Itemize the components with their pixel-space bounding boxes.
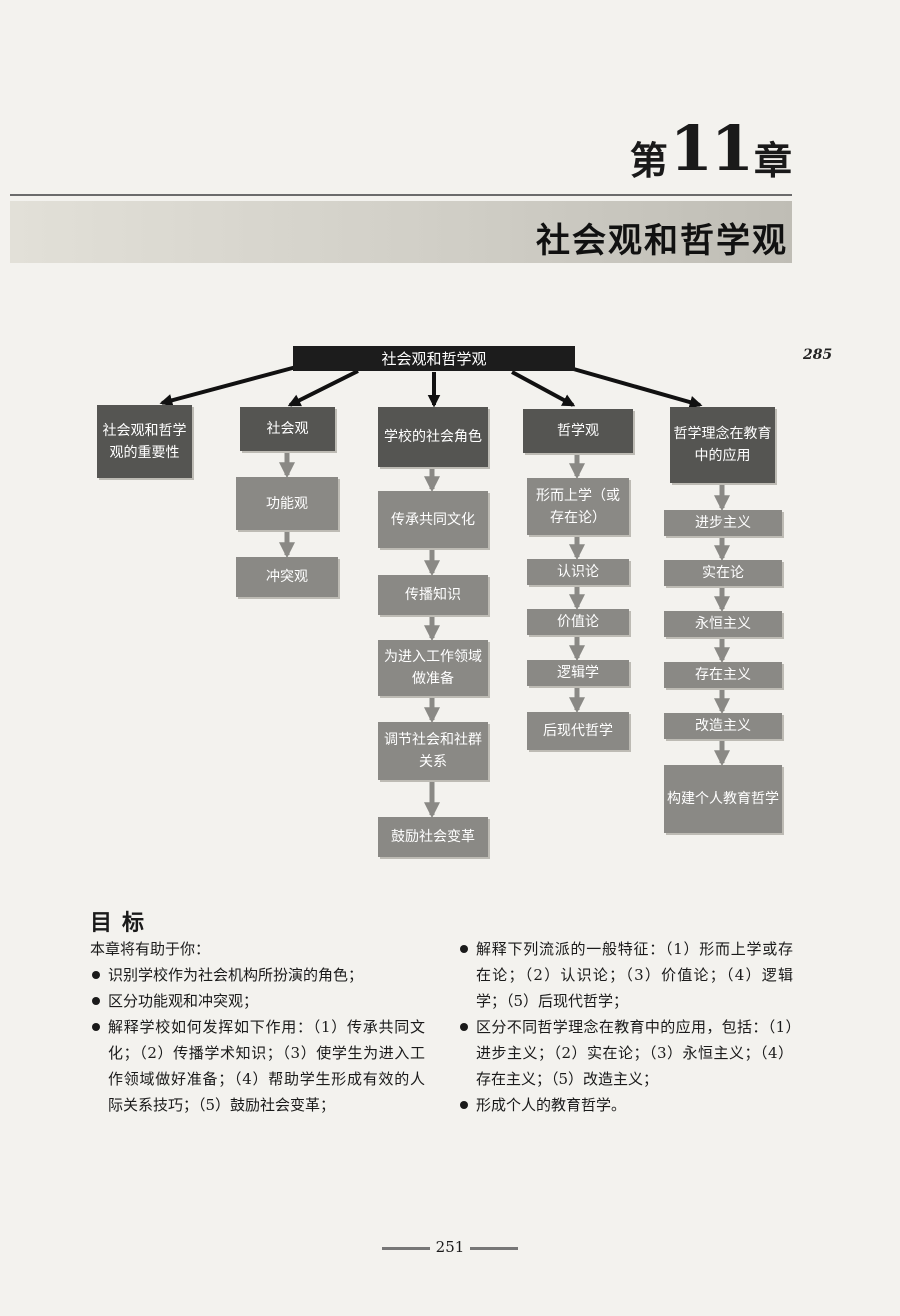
page-number: 251 (435, 1238, 465, 1256)
goals-left-column: 本章将有助于你： 识别学校作为社会机构所扮演的角色； 区分功能观和冲突观； 解释… (90, 936, 425, 1118)
diagram-root: 社会观和哲学观 (293, 346, 575, 371)
goal-item: 区分不同哲学理念在教育中的应用，包括：（1）进步主义；（2）实在论；（3）永恒主… (458, 1014, 793, 1092)
goal-item: 解释学校如何发挥如下作用：（1）传承共同文化；（2）传播学术知识；（3）使学生为… (90, 1014, 425, 1118)
social-view-item-2: 冲突观 (236, 557, 338, 597)
goal-item: 区分功能观和冲突观； (90, 988, 425, 1014)
goal-item: 识别学校作为社会机构所扮演的角色； (90, 962, 425, 988)
application-item-6: 构建个人教育哲学 (664, 765, 782, 833)
concept-map-connectors (159, 364, 731, 819)
branch-head-application: 哲学理念在教育中的应用 (670, 407, 775, 483)
root-arrow-philosophy (511, 370, 576, 407)
root-arrow-social-view (287, 369, 359, 407)
goal-item: 形成个人的教育哲学。 (458, 1092, 793, 1118)
application-item-2: 实在论 (664, 560, 782, 586)
root-arrow-application (569, 366, 703, 409)
philosophy-item-3: 价值论 (527, 609, 629, 635)
root-arrow-importance (159, 364, 301, 407)
page-number-footer: 251 (0, 1238, 900, 1256)
side-page-number: 285 (803, 347, 833, 363)
title-band: 社会观和哲学观 (10, 201, 792, 263)
goals-list-right: 解释下列流派的一般特征：（1）形而上学或存在论；（2）认识论；（3）价值论；（4… (458, 936, 793, 1118)
branch-head-importance: 社会观和哲学观的重要性 (97, 405, 192, 478)
application-item-4: 存在主义 (664, 662, 782, 688)
philosophy-item-5: 后现代哲学 (527, 712, 629, 750)
school-role-item-5: 鼓励社会变革 (378, 817, 488, 857)
branch-head-school-role: 学校的社会角色 (378, 407, 488, 467)
goal-item: 解释下列流派的一般特征：（1）形而上学或存在论；（2）认识论；（3）价值论；（4… (458, 936, 793, 1014)
application-item-5: 改造主义 (664, 713, 782, 739)
footer-ornament-left (381, 1246, 430, 1250)
school-role-item-2: 传播知识 (378, 575, 488, 615)
footer-ornament-right (470, 1246, 519, 1250)
school-role-item-4: 调节社会和社群关系 (378, 722, 488, 780)
chapter-title: 社会观和哲学观 (536, 221, 788, 261)
chapter-number: 11 (669, 112, 754, 185)
philosophy-item-1: 形而上学（或存在论） (527, 478, 629, 535)
school-role-item-1: 传承共同文化 (378, 491, 488, 548)
application-item-1: 进步主义 (664, 510, 782, 536)
goals-right-column: 解释下列流派的一般特征：（1）形而上学或存在论；（2）认识论；（3）价值论；（4… (458, 936, 793, 1118)
application-item-3: 永恒主义 (664, 611, 782, 637)
chapter-suffix: 章 (753, 138, 792, 183)
branch-head-social-view: 社会观 (240, 407, 335, 451)
goals-heading: 目标 (90, 911, 155, 936)
branch-head-philosophy: 哲学观 (523, 409, 633, 453)
chapter-prefix: 第 (629, 138, 668, 183)
goals-list-left: 识别学校作为社会机构所扮演的角色； 区分功能观和冲突观； 解释学校如何发挥如下作… (90, 962, 425, 1118)
philosophy-item-2: 认识论 (527, 559, 629, 585)
philosophy-item-4: 逻辑学 (527, 660, 629, 686)
goals-intro: 本章将有助于你： (90, 940, 211, 958)
social-view-item-1: 功能观 (236, 477, 338, 530)
title-rule (10, 194, 792, 196)
school-role-item-3: 为进入工作领域做准备 (378, 640, 488, 696)
